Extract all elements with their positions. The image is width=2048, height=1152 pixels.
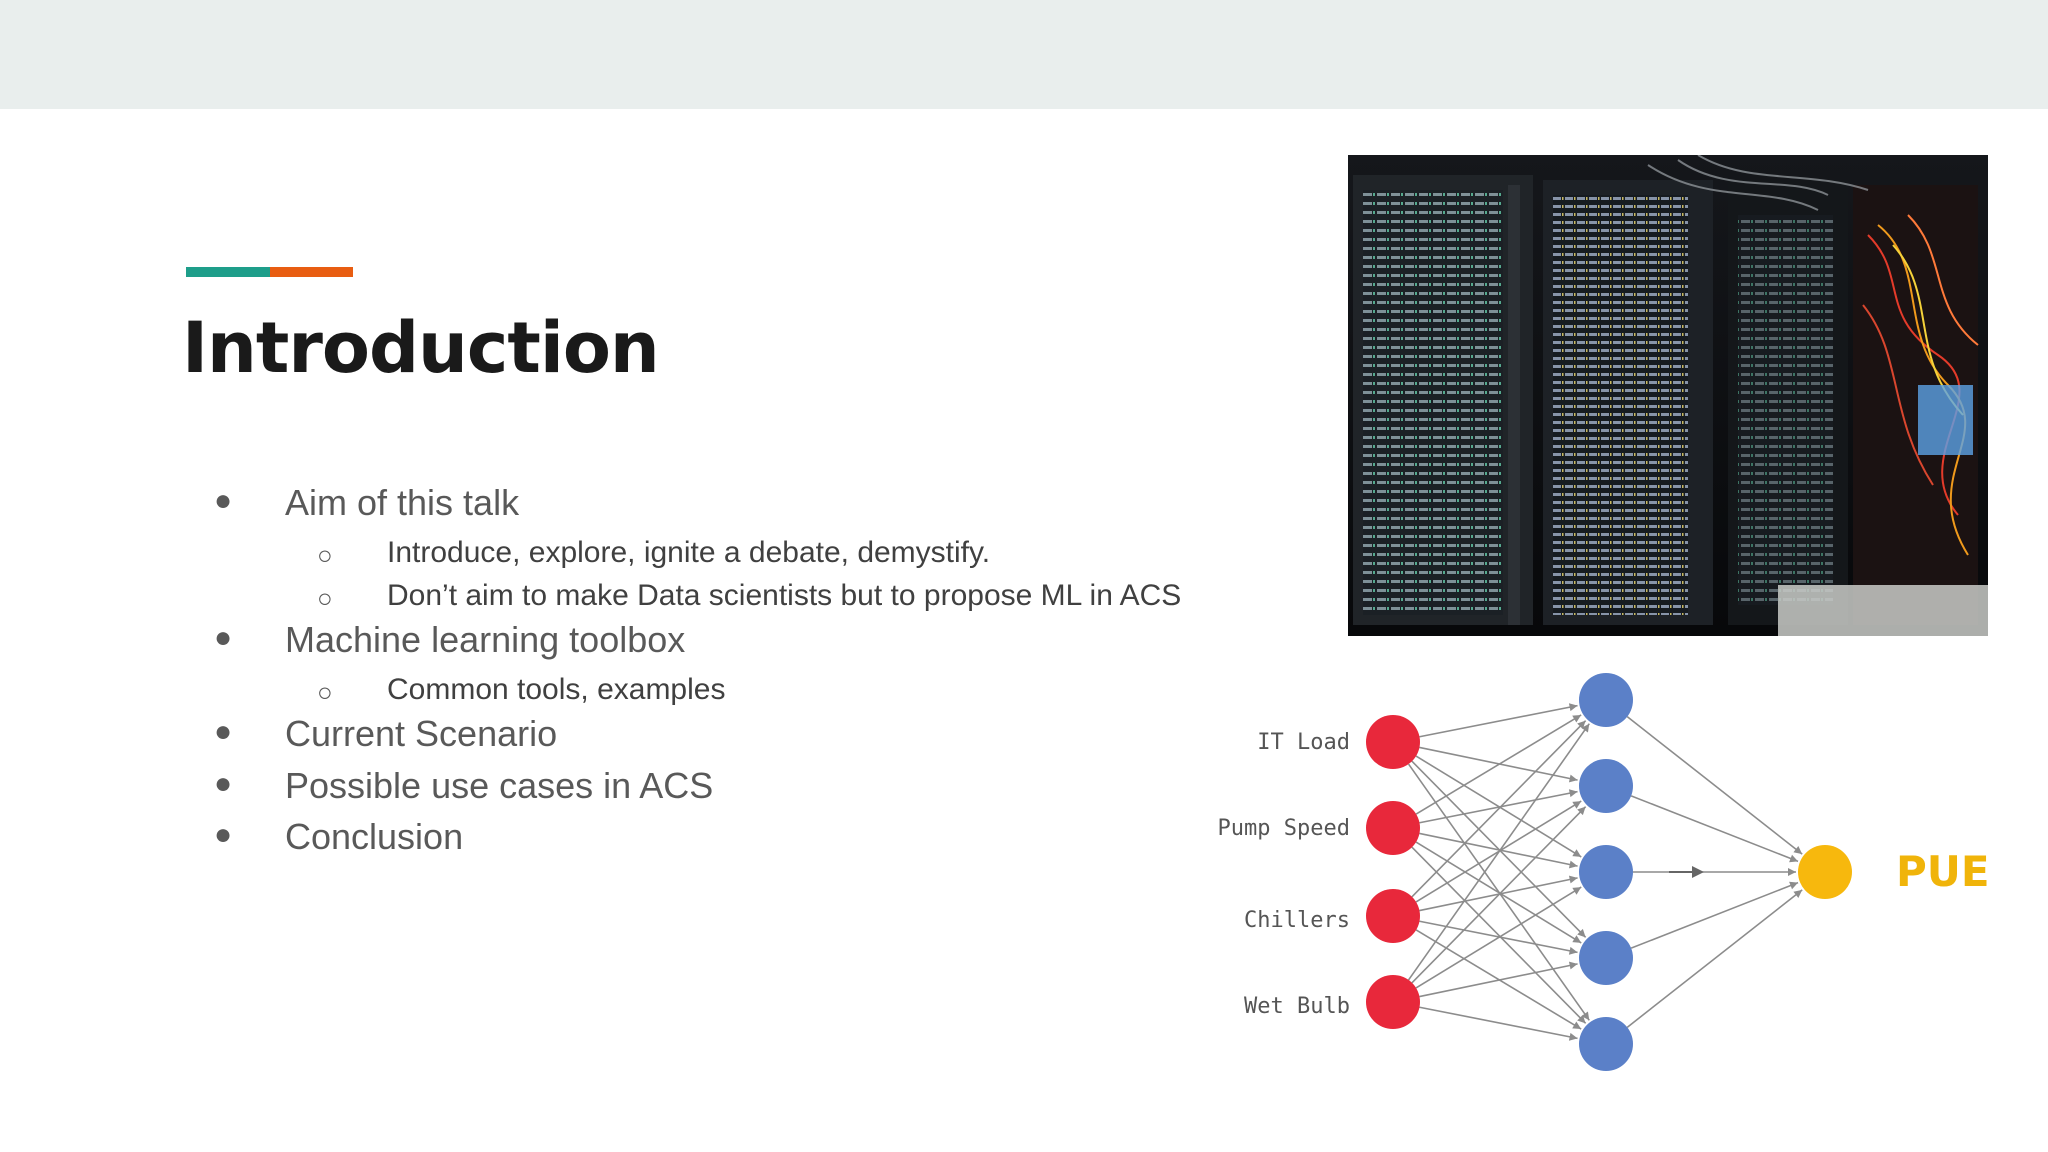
input-hidden-edge xyxy=(1419,963,1578,998)
accent-teal xyxy=(186,267,270,277)
bullet-list: ● Aim of this talk ○ Introduce, explore,… xyxy=(214,482,1182,858)
input-hidden-edge xyxy=(1411,846,1587,1024)
server-rack-photo xyxy=(1348,155,1988,636)
bullet-text: Aim of this talk xyxy=(285,482,520,523)
edge-arrow-head-icon xyxy=(1788,868,1796,876)
edge-arrow-head-icon xyxy=(1789,881,1799,890)
edge-arrow-head-icon xyxy=(1577,806,1586,816)
bullet-dot-icon: ● xyxy=(214,767,233,800)
output-arrow-head-icon xyxy=(1692,866,1704,878)
edge-arrow-head-icon xyxy=(1793,846,1803,855)
input-hidden-edge xyxy=(1415,841,1582,944)
input-label-chillers: Chillers xyxy=(1244,908,1350,933)
header-band xyxy=(0,0,2048,109)
neural-network-diagram: IT Load Pump Speed Chillers Wet Bulb PUE xyxy=(1218,673,1990,1071)
sub-bullet-item: ○ Common tools, examples xyxy=(317,673,726,707)
sub-bullet-circle-icon: ○ xyxy=(317,583,333,613)
edge-arrow-head-icon xyxy=(1568,774,1578,783)
hidden-node xyxy=(1579,673,1633,727)
hidden-node xyxy=(1579,759,1633,813)
hidden-output-edge xyxy=(1630,881,1799,949)
output-node xyxy=(1798,845,1852,899)
bullet-item: ● Aim of this talk xyxy=(214,482,520,524)
bullet-text: Possible use cases in ACS xyxy=(285,765,714,806)
input-node xyxy=(1366,975,1420,1029)
hidden-output-edge xyxy=(1630,795,1799,863)
edge-arrow-head-icon xyxy=(1793,889,1803,898)
input-hidden-edge xyxy=(1407,723,1590,981)
edge-arrow-head-icon xyxy=(1572,1021,1582,1030)
input-label-it-load: IT Load xyxy=(1257,730,1350,755)
edge-arrow-head-icon xyxy=(1581,1011,1590,1021)
hidden-output-edge xyxy=(1626,889,1803,1028)
input-hidden-edge xyxy=(1411,720,1587,898)
edge-arrow-head-icon xyxy=(1572,714,1582,723)
input-hidden-edge xyxy=(1419,1006,1578,1040)
sub-bullet-circle-icon: ○ xyxy=(317,540,333,570)
bullet-item: ● Possible use cases in ACS xyxy=(214,765,714,807)
edge-arrow-head-icon xyxy=(1789,854,1799,863)
bullet-dot-icon: ● xyxy=(214,484,233,517)
network-edges xyxy=(1407,703,1803,1041)
hidden-output-edge xyxy=(1626,716,1803,855)
edge-arrow-head-icon xyxy=(1572,887,1582,895)
title-accent-bar xyxy=(186,267,353,277)
edge-arrow-head-icon xyxy=(1568,1032,1578,1041)
edge-arrow-head-icon xyxy=(1568,789,1578,798)
edge-arrow-head-icon xyxy=(1568,875,1578,884)
bullet-text: Machine learning toolbox xyxy=(285,619,686,660)
hidden-node xyxy=(1579,931,1633,985)
bullet-text: Current Scenario xyxy=(285,713,558,754)
input-hidden-edge xyxy=(1415,886,1582,989)
slide-title: Introduction xyxy=(182,307,660,389)
input-node xyxy=(1366,889,1420,943)
edge-arrow-head-icon xyxy=(1568,961,1578,970)
output-label-pue: PUE xyxy=(1896,847,1990,896)
edge-arrow-head-icon xyxy=(1568,703,1578,712)
input-hidden-edge xyxy=(1419,704,1578,738)
input-label-pump-speed: Pump Speed xyxy=(1218,816,1350,841)
bullet-item: ● Machine learning toolbox xyxy=(214,619,686,661)
input-hidden-edge xyxy=(1419,832,1578,867)
edge-arrow-head-icon xyxy=(1568,946,1578,955)
sub-bullet-text: Common tools, examples xyxy=(387,673,726,706)
bullet-dot-icon: ● xyxy=(214,818,233,851)
hidden-node xyxy=(1579,845,1633,899)
input-hidden-edge xyxy=(1419,790,1578,824)
input-node xyxy=(1366,715,1420,769)
edge-arrow-head-icon xyxy=(1577,1014,1586,1024)
edge-arrow-head-icon xyxy=(1568,860,1578,869)
bullet-text: Conclusion xyxy=(285,816,464,857)
input-hidden-edge xyxy=(1411,806,1587,984)
sub-bullet-circle-icon: ○ xyxy=(317,677,333,707)
edge-arrow-head-icon xyxy=(1572,801,1582,809)
input-hidden-edge xyxy=(1415,714,1582,815)
input-label-wet-bulb: Wet Bulb xyxy=(1244,994,1350,1019)
sub-bullet-text: Don’t aim to make Data scientists but to… xyxy=(387,579,1182,612)
bullet-item: ● Conclusion xyxy=(214,816,464,858)
hidden-node xyxy=(1579,1017,1633,1071)
sub-bullet-item: ○ Don’t aim to make Data scientists but … xyxy=(317,579,1182,613)
edge-arrow-head-icon xyxy=(1577,928,1586,938)
bullet-item: ● Current Scenario xyxy=(214,713,558,755)
bullet-dot-icon: ● xyxy=(214,715,233,748)
edge-arrow-head-icon xyxy=(1572,849,1582,857)
sub-bullet-item: ○ Introduce, explore, ignite a debate, d… xyxy=(317,536,991,570)
network-nodes xyxy=(1366,673,1852,1071)
edge-arrow-head-icon xyxy=(1581,723,1590,733)
bullet-dot-icon: ● xyxy=(214,621,233,654)
input-node xyxy=(1366,801,1420,855)
accent-orange xyxy=(270,267,353,277)
sub-bullet-text: Introduce, explore, ignite a debate, dem… xyxy=(387,536,991,569)
server-rack-illustration xyxy=(1348,155,1988,636)
edge-arrow-head-icon xyxy=(1572,935,1582,943)
